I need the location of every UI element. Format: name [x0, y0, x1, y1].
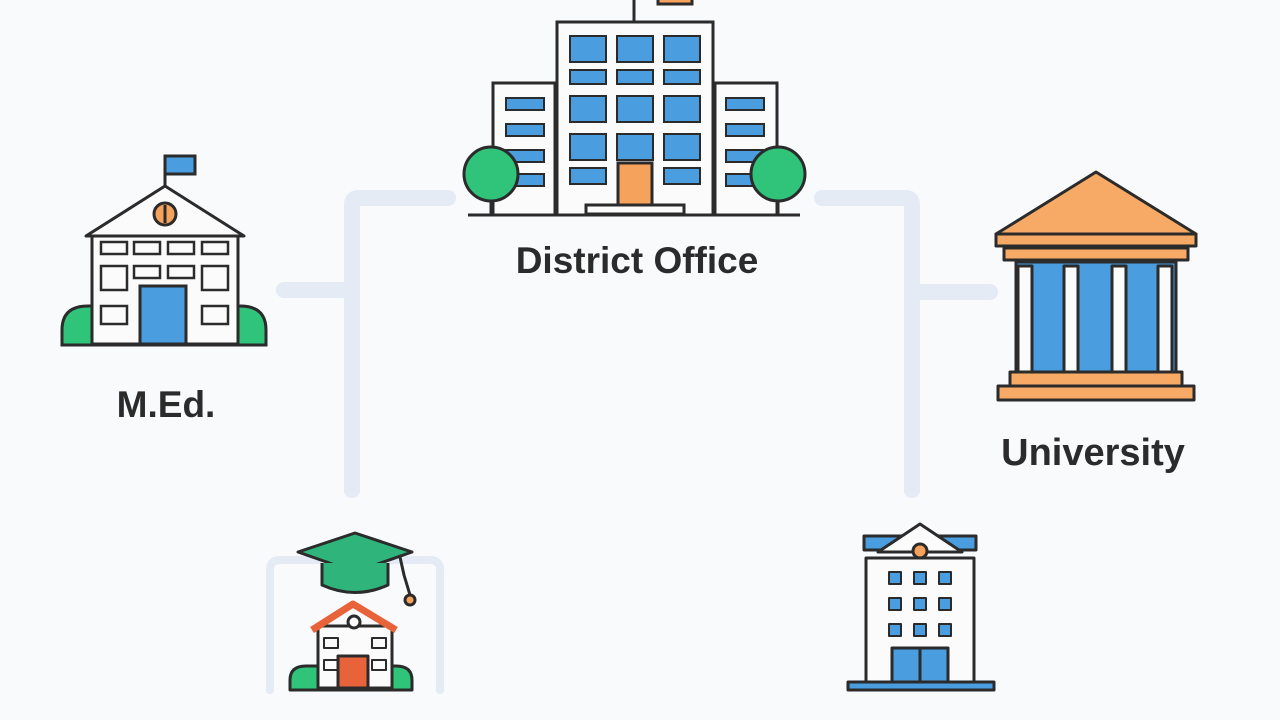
school-building-icon	[60, 154, 268, 347]
connector-district-univ-college	[814, 190, 998, 498]
office-building-icon	[462, 0, 807, 217]
med-label: M.Ed.	[116, 384, 216, 425]
district-office-label: District Office	[515, 240, 759, 281]
apartment-building-icon	[846, 522, 996, 692]
university-columns-icon	[994, 170, 1198, 402]
connector-district-med-bed	[276, 190, 456, 498]
university-label: University	[1001, 432, 1185, 474]
graduation-school-icon	[288, 531, 417, 692]
